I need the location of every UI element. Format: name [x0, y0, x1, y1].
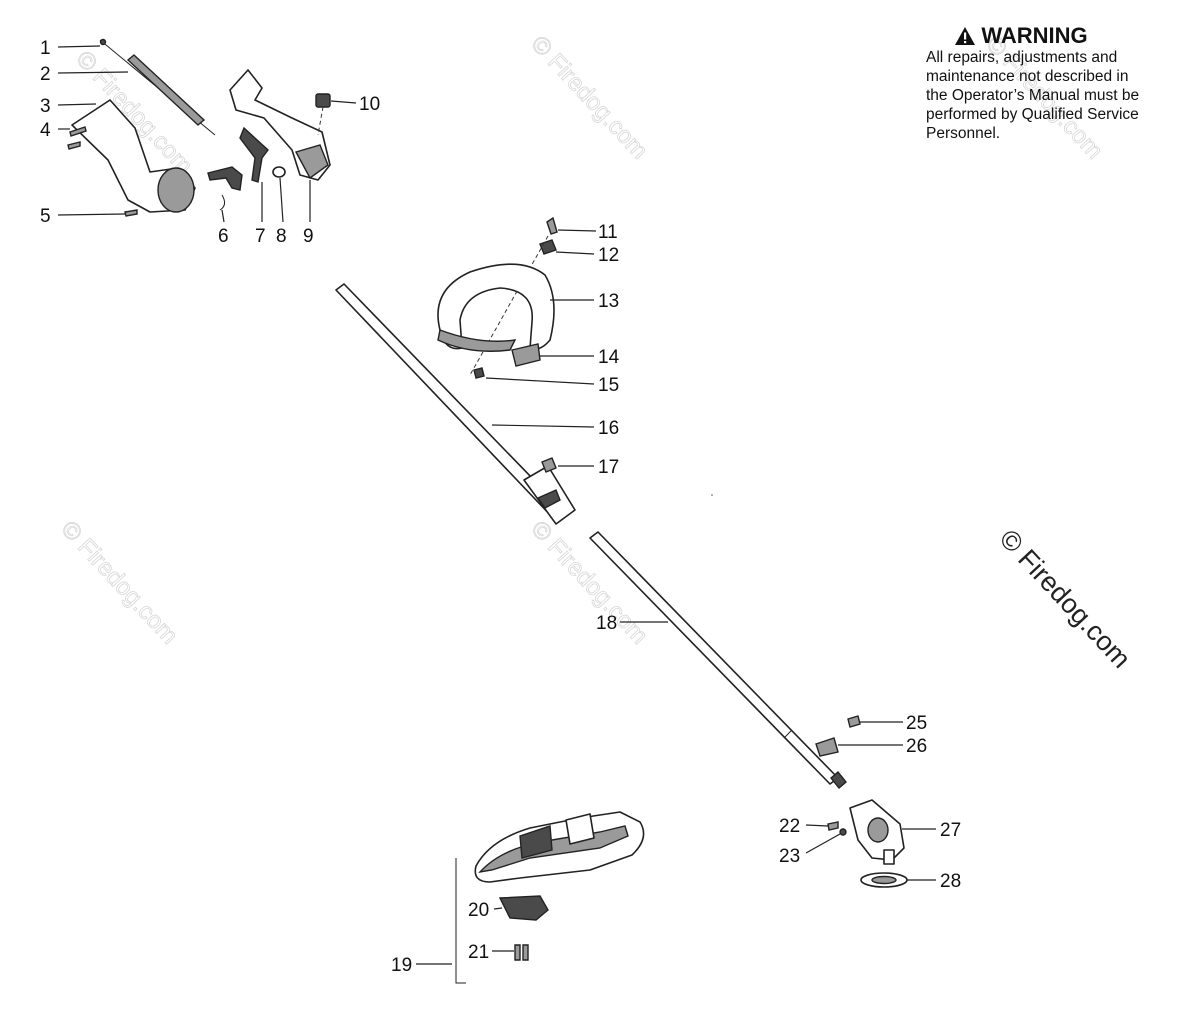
callout-10: 10 [359, 94, 380, 115]
warning-line-1: All repairs, adjustments and [926, 49, 1118, 66]
callout-13: 13 [598, 291, 619, 312]
callout-22: 22 [779, 816, 800, 837]
screw-4a [69, 126, 87, 137]
screw-22 [827, 821, 839, 831]
spring [272, 166, 286, 178]
callout-23: 23 [779, 846, 800, 867]
handlebar-assembly [437, 216, 558, 379]
clamp-26 [815, 737, 839, 757]
callout-6: 6 [218, 226, 229, 247]
cable-sleeve [126, 54, 206, 126]
callout-8: 8 [276, 226, 287, 247]
callout-12: 12 [598, 245, 619, 266]
warning-line-3: the Operator’s Manual must be [926, 87, 1140, 104]
lower-shaft [589, 531, 847, 790]
warning-line-4: performed by Qualified Service [926, 106, 1139, 123]
callout-14: 14 [598, 347, 620, 368]
screw-21a [514, 944, 521, 961]
washer-23 [839, 828, 847, 836]
shaft-fasteners [815, 715, 861, 757]
upper-shaft [335, 283, 713, 525]
lower-shaft-tube [589, 531, 839, 785]
callout-27: 27 [940, 820, 961, 841]
nut-15 [473, 367, 485, 379]
callout-1: 1 [40, 38, 51, 59]
callout-17: 17 [598, 457, 619, 478]
watermark-faint-4: © Firedog.com [56, 516, 183, 650]
bolt-11 [546, 216, 558, 235]
callout-4: 4 [40, 120, 51, 141]
warning-line-2: maintenance not described in [926, 68, 1129, 85]
screw-21b [522, 944, 529, 961]
watermark-faint-2: © Firedog.com [526, 31, 653, 165]
handle-clamp [511, 343, 541, 367]
callout-15: 15 [598, 375, 619, 396]
callout-25: 25 [906, 713, 927, 734]
throttle-trigger [207, 166, 243, 191]
warning-notice: WARNING All repairs, adjustments and mai… [926, 24, 1176, 143]
warning-triangle-icon [955, 27, 976, 45]
coupler-knob [541, 457, 557, 473]
callout-16: 16 [598, 418, 619, 439]
callout-11: 11 [598, 222, 618, 243]
line-cutter [498, 895, 549, 921]
callout-28: 28 [940, 871, 961, 892]
guard-assembly [455, 811, 645, 984]
callout-3: 3 [40, 96, 51, 117]
leader-lines [57, 45, 936, 965]
warning-text: All repairs, adjustments and maintenance… [926, 48, 1176, 143]
screw-5 [124, 209, 138, 217]
callout-5: 5 [40, 206, 51, 227]
callout-21: 21 [468, 942, 489, 963]
warning-title: WARNING [981, 23, 1088, 48]
callout-20: 20 [468, 900, 489, 921]
nut-12 [539, 239, 557, 255]
stop-switch [315, 93, 331, 108]
callout-labels: 1 2 3 4 5 6 7 8 9 10 11 12 13 14 15 16 1… [40, 38, 961, 976]
gear-head-assembly [827, 799, 908, 888]
loop-handle [437, 263, 555, 350]
lockout-lever [239, 126, 269, 183]
callout-26: 26 [906, 736, 927, 757]
screw-4b [67, 141, 81, 150]
screw-25 [847, 715, 861, 728]
warning-heading: WARNING [936, 24, 1106, 48]
callout-9: 9 [303, 226, 314, 247]
warning-line-5: Personnel. [926, 125, 1001, 142]
callout-7: 7 [255, 226, 266, 247]
callout-18: 18 [596, 613, 617, 634]
callout-19: 19 [391, 955, 412, 976]
callout-2: 2 [40, 64, 51, 85]
watermark-main: © Firedog.com [994, 524, 1137, 674]
throttle-handle-assembly [67, 38, 331, 217]
